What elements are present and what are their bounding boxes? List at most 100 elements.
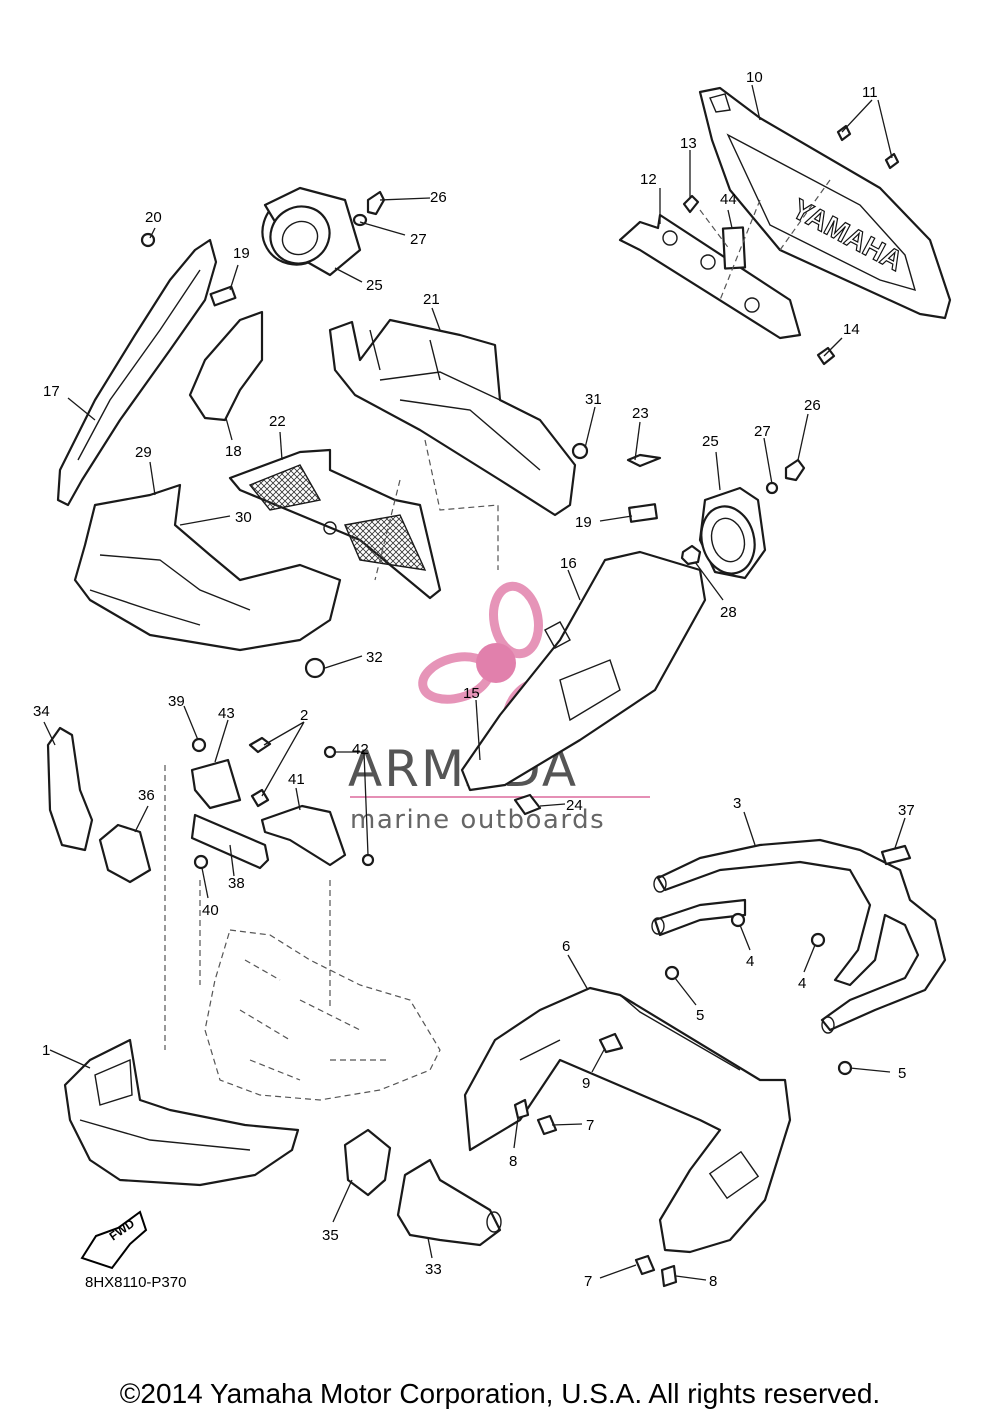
part-19-pad-lower bbox=[628, 503, 658, 523]
part-40-nut bbox=[193, 854, 209, 870]
callout-17: 17 bbox=[43, 383, 60, 400]
part-17-side-cover bbox=[56, 238, 218, 507]
part-26-bolt-upper bbox=[366, 190, 386, 216]
part-27-washer-lower bbox=[765, 481, 779, 495]
watermark-tagline: marine outboards bbox=[350, 805, 605, 835]
part-33-boot bbox=[396, 1158, 502, 1247]
callout-23: 22 bbox=[269, 413, 286, 430]
part-4-bolt-a bbox=[730, 912, 746, 928]
callout-43: 42 bbox=[352, 741, 369, 758]
callout-35: 35 bbox=[322, 1227, 339, 1244]
part-8-nut-a bbox=[513, 1098, 530, 1120]
callout-16: 16 bbox=[560, 555, 577, 572]
callout-7-a: 7 bbox=[586, 1117, 594, 1134]
callout-19-upper: 19 bbox=[233, 245, 250, 262]
guide-lines-center bbox=[374, 439, 499, 581]
callout-26-upper: 26 bbox=[430, 189, 447, 206]
callout-11: 11 bbox=[862, 84, 878, 101]
part-2-bolt-b bbox=[250, 788, 270, 808]
callout-40: 40 bbox=[202, 902, 219, 919]
part-32-nut bbox=[304, 657, 326, 679]
part-13-rivet bbox=[682, 194, 700, 214]
part-21-bolt bbox=[140, 232, 156, 248]
part-9-clip bbox=[598, 1032, 624, 1054]
part-12-bracket-plate bbox=[618, 213, 802, 340]
part-18-heat-shield bbox=[188, 310, 264, 422]
part-44-label bbox=[721, 226, 747, 270]
part-14-rivet bbox=[816, 346, 836, 366]
part-25-lower-cap bbox=[698, 486, 767, 580]
part-31-bolt bbox=[571, 442, 589, 460]
part-42-bracket bbox=[190, 758, 242, 810]
callout-36: 36 bbox=[138, 787, 155, 804]
part-34-cover bbox=[46, 726, 94, 852]
part-5-nut-b bbox=[837, 1060, 853, 1076]
callout-9: 9 bbox=[582, 1075, 590, 1092]
part-43-bolt-b bbox=[361, 853, 375, 867]
part-7-bolt-b bbox=[634, 1254, 656, 1276]
callout-38: 38 bbox=[228, 875, 245, 892]
callout-22: 21 bbox=[423, 291, 440, 308]
callout-41: 41 bbox=[288, 771, 305, 788]
callout-31: 31 bbox=[585, 391, 602, 408]
callout-27-lower: 27 bbox=[754, 423, 771, 440]
callout-44: 44 bbox=[720, 191, 737, 208]
part-2-bolt-a bbox=[248, 736, 272, 754]
part-22-main-bracket bbox=[328, 318, 577, 517]
part-1-front-bumper bbox=[63, 1038, 300, 1187]
part-19-pad-upper bbox=[209, 285, 237, 307]
part-10-rear-panel: YAMAHA bbox=[698, 86, 952, 320]
part-20-bolt bbox=[513, 793, 542, 816]
part-5-nut-a bbox=[664, 965, 680, 981]
part-29-duct bbox=[73, 483, 342, 652]
part-6-rear-cover bbox=[463, 986, 792, 1254]
callout-33: 33 bbox=[425, 1261, 442, 1278]
callout-29: 29 bbox=[135, 444, 152, 461]
callout-21: 20 bbox=[145, 209, 162, 226]
diagram-code: 8HX8110-P370 bbox=[85, 1274, 186, 1291]
callout-18: 18 bbox=[225, 443, 242, 460]
part-38-stay bbox=[190, 813, 270, 870]
callout-3: 3 bbox=[733, 795, 741, 812]
callout-13: 13 bbox=[680, 135, 697, 152]
callout-39: 39 bbox=[168, 693, 185, 710]
callout-10: 10 bbox=[746, 69, 763, 86]
part-16-muffler bbox=[460, 550, 707, 792]
callout-4-a: 4 bbox=[746, 953, 754, 970]
callout-2: 2 bbox=[300, 707, 308, 724]
part-25-upper-cap bbox=[261, 186, 362, 277]
callout-37: 37 bbox=[898, 802, 915, 819]
part-26-bolt-lower bbox=[784, 458, 806, 482]
callout-5-b: 5 bbox=[898, 1065, 906, 1082]
guide-lines-top-right bbox=[699, 179, 831, 301]
leader-lines bbox=[43, 84, 906, 1281]
copyright-notice: ©2014 Yamaha Motor Corporation, U.S.A. A… bbox=[119, 1378, 881, 1409]
callout-1: 1 bbox=[42, 1042, 50, 1059]
callout-8-a: 8 bbox=[509, 1153, 517, 1170]
part-36-bracket bbox=[98, 823, 152, 884]
callout-6: 6 bbox=[562, 938, 570, 955]
callout-8-b: 8 bbox=[709, 1273, 717, 1290]
callout-labels: 10 11 13 12 44 14 26 27 25 20 19 21 17 1… bbox=[33, 69, 915, 1290]
callout-30: 30 bbox=[235, 509, 252, 526]
callout-28: 28 bbox=[720, 604, 737, 621]
part-39-bolt bbox=[191, 737, 207, 753]
callout-20: 24 bbox=[566, 797, 583, 814]
callout-15: 15 bbox=[463, 685, 480, 702]
callout-32: 32 bbox=[366, 649, 383, 666]
part-11-rivet-a bbox=[836, 124, 852, 142]
callout-27-upper: 27 bbox=[410, 231, 427, 248]
part-7-bolt-a bbox=[536, 1114, 558, 1136]
callout-7-b: 7 bbox=[584, 1273, 592, 1290]
part-37-label bbox=[880, 844, 912, 866]
callout-25-lower: 25 bbox=[702, 433, 719, 450]
callout-42: 43 bbox=[218, 705, 235, 722]
callout-26-lower: 26 bbox=[804, 397, 821, 414]
callout-34: 34 bbox=[33, 703, 50, 720]
part-24-rivet bbox=[626, 453, 662, 468]
part-4-bolt-b bbox=[810, 932, 826, 948]
callout-24: 23 bbox=[632, 405, 649, 422]
fwd-arrow-icon: FWD bbox=[80, 1210, 148, 1270]
callout-19-lower: 19 bbox=[575, 514, 592, 531]
